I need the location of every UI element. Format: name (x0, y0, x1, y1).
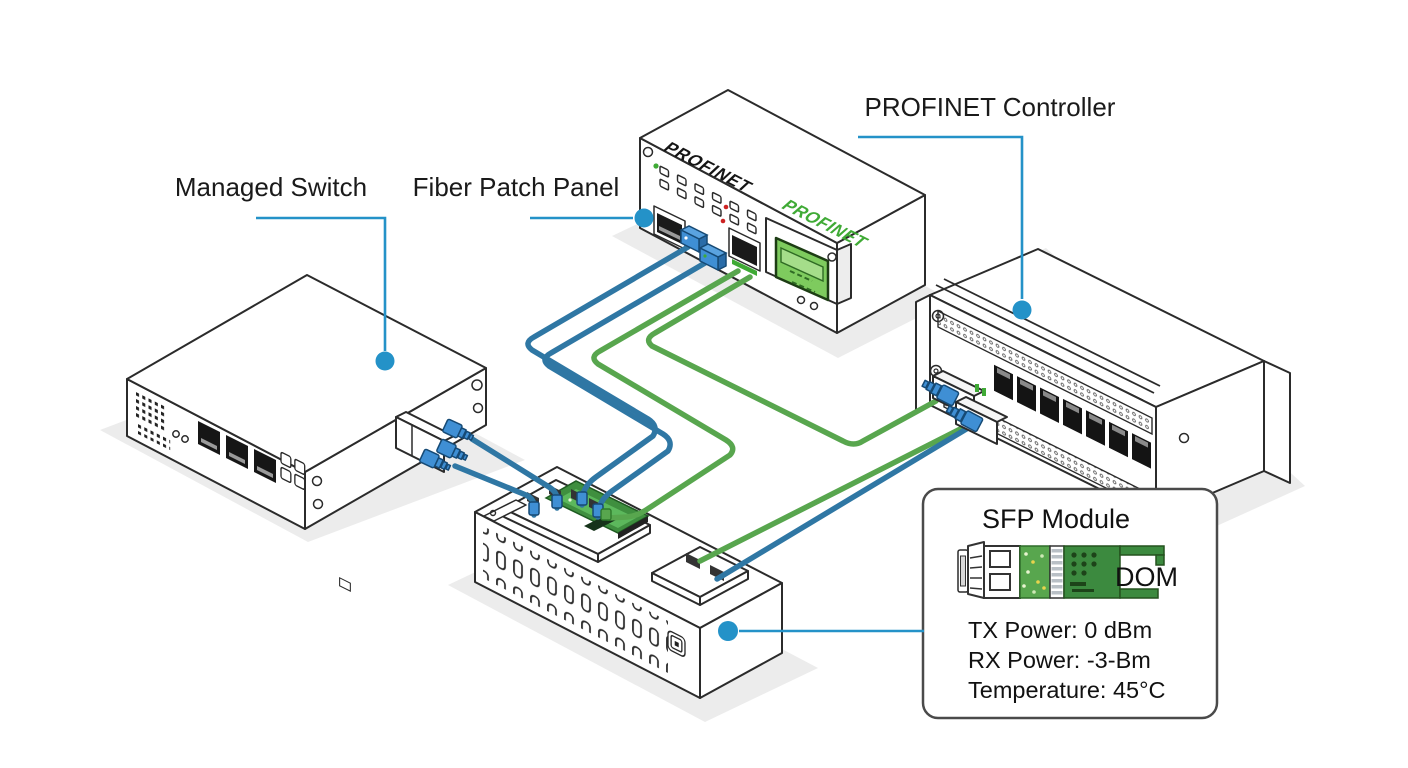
cable-panel-green-1 (591, 268, 741, 521)
panel-rj45-port-1 (653, 205, 686, 250)
cable-chassis-blue (714, 425, 971, 582)
controller-connector-upper (921, 379, 960, 407)
dom-label: DOM (1115, 562, 1178, 592)
panel-rj45-port-2 (728, 227, 761, 276)
leader-profinet-controller (858, 135, 1024, 299)
cable-chassis-green (697, 412, 991, 564)
mesh-strip-upper (937, 309, 1153, 436)
label-managed-switch: Managed Switch (175, 172, 367, 202)
leader-dot-fiber-patch-panel (634, 208, 654, 228)
switch-fiber-connectors (419, 418, 475, 471)
door-button (809, 301, 819, 311)
sfp-module-illustration: DOM (957, 541, 1178, 599)
switch-screws (311, 379, 484, 510)
fiber-cables (452, 244, 991, 582)
leader-dot-sfp-callout (718, 621, 738, 641)
cable-panel-blue-2 (542, 260, 708, 520)
leader-dot-managed-switch (375, 351, 395, 371)
tx-power-value: TX Power: 0 dBm (968, 617, 1152, 643)
door-screw (827, 252, 837, 262)
label-profinet-controller: PROFINET Controller (865, 92, 1116, 122)
cable-panel-green-2 (645, 274, 939, 447)
chassis-logo (667, 630, 686, 657)
chassis-vent-slots (483, 526, 668, 673)
controller-port-sleds (921, 370, 1008, 445)
status-led-red (723, 204, 729, 210)
switch-vent-grid (136, 392, 171, 451)
leader-managed-switch (256, 216, 387, 351)
diagram-labels: Managed Switch Fiber Patch Panel PROFINE… (175, 92, 1116, 202)
switch-led (181, 435, 189, 443)
rx-power-value: RX Power: -3-Bm (968, 647, 1151, 673)
controller-connector-lower (945, 405, 984, 433)
status-led-red (720, 218, 726, 224)
label-fiber-patch-panel: Fiber Patch Panel (413, 172, 620, 202)
fiber-patch-panel-device: PROFINET PROFINET (639, 89, 926, 334)
chassis-right-module (339, 546, 749, 606)
status-led-green (653, 163, 659, 169)
leader-lines (256, 135, 1032, 641)
leader-dot-profinet-controller (1012, 300, 1032, 320)
callout-title: SFP Module (982, 504, 1130, 534)
temperature-value: Temperature: 45°C (968, 677, 1166, 703)
profinet-controller-device (915, 248, 1291, 518)
cable-end-connectors (528, 491, 612, 521)
door-button (796, 295, 806, 305)
lcd-door (765, 217, 852, 311)
switch-small-ports (280, 451, 306, 490)
switch-led (172, 430, 180, 438)
sfp-callout: SFP Module (921, 487, 1219, 720)
panel-sc-connectors (679, 225, 728, 271)
